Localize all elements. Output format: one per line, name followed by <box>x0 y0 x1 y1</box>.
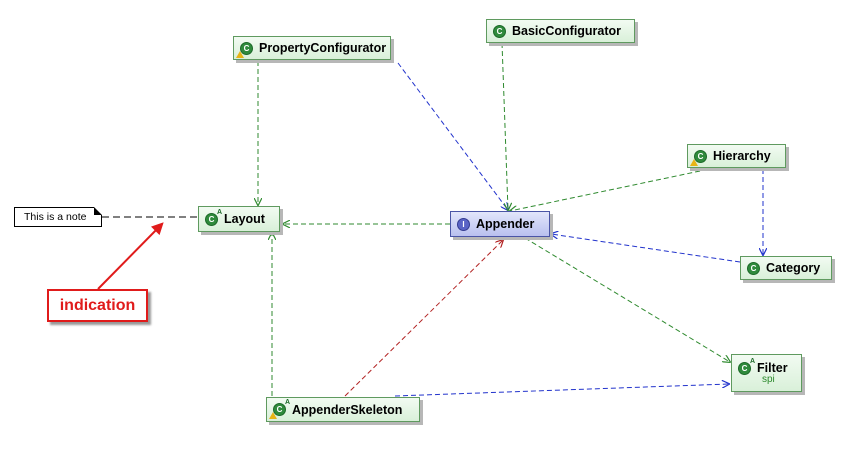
indication-callout: indication <box>47 289 148 322</box>
warning-marker-icon <box>236 50 244 58</box>
node-basicconfigurator[interactable]: C BasicConfigurator <box>486 19 635 43</box>
class-icon: C <box>690 149 707 166</box>
node-label: PropertyConfigurator <box>259 41 387 55</box>
edge-category-appender <box>551 234 741 263</box>
warning-marker-icon <box>269 412 277 419</box>
abstract-marker-icon: A <box>749 357 755 365</box>
class-icon: C <box>236 41 253 58</box>
node-category[interactable]: C Category <box>740 256 832 280</box>
node-label: Layout <box>224 212 265 226</box>
node-label: Appender <box>476 217 535 231</box>
node-label: Filter <box>757 361 788 375</box>
node-label: BasicConfigurator <box>512 24 622 38</box>
callout-text: indication <box>59 296 136 314</box>
note[interactable]: This is a note <box>14 207 102 227</box>
node-label: Hierarchy <box>713 149 771 163</box>
edge-basicconfigurator-appender <box>501 42 508 210</box>
edge-appenderskeleton-appender <box>344 240 503 397</box>
edge-propertyconfigurator-appender <box>397 62 508 210</box>
callout-arrow <box>97 222 164 290</box>
interface-icon: I <box>457 217 470 231</box>
edge-appender-filter <box>524 237 730 362</box>
class-icon: C <box>747 261 760 275</box>
note-fold-corner <box>94 207 102 215</box>
warning-marker-icon <box>690 158 698 166</box>
abstract-marker-icon: A <box>216 208 222 216</box>
node-label: Category <box>766 261 821 275</box>
abstract-marker-icon: A <box>284 399 290 406</box>
node-appender[interactable]: I Appender <box>450 211 550 237</box>
edge-appenderskeleton-filter <box>394 384 729 397</box>
class-icon: C <box>493 24 506 38</box>
node-hierarchy[interactable]: C Hierarchy <box>687 144 786 168</box>
node-propertyconfigurator[interactable]: C PropertyConfigurator <box>233 36 391 60</box>
node-package: spi <box>762 374 775 385</box>
node-label: AppenderSkeleton <box>292 402 403 417</box>
note-text: This is a note <box>24 211 87 223</box>
edge-hierarchy-appender <box>510 170 701 211</box>
